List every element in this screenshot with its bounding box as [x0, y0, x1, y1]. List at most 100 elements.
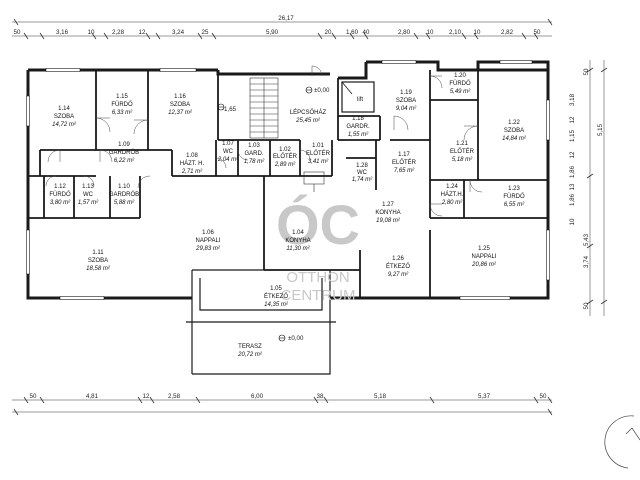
dim-label: 38 — [317, 393, 324, 400]
room-area: 1,55 m² — [348, 132, 369, 138]
room-area: 3,80 m² — [50, 200, 71, 206]
room-area: 14,72 m² — [52, 122, 77, 128]
north-arrow-icon — [604, 415, 640, 469]
room-area: 2,89 m² — [274, 162, 296, 168]
room-labels: 1.14 SZOBA 14,72 m² 1.15 FÜRDŐ 6,33 m² 1… — [49, 73, 527, 358]
room-area: 25,45 m² — [295, 118, 321, 124]
room-name: SZOBA — [88, 258, 108, 264]
room-label: 1.01 ELŐTÉR 3,41 m² — [306, 143, 331, 165]
room-number: 1.21 — [456, 141, 468, 147]
room-name: ÉTKEZŐ — [386, 263, 410, 270]
room-number: 1.06 — [202, 230, 214, 236]
dim-label: 25 — [202, 29, 209, 36]
room-name: FÜRDŐ — [111, 101, 133, 108]
room-area: 5,49 m² — [450, 89, 471, 95]
dim-label: 4,81 — [86, 393, 99, 400]
room-name: SZOBA — [504, 128, 524, 134]
room-label: 1.14 SZOBA 14,72 m² — [52, 106, 77, 128]
room-area: 14,35 m² — [264, 302, 289, 308]
room-label: 1.19 SZOBA 9,04 m² — [396, 90, 417, 112]
room-number: 1.03 — [248, 143, 260, 149]
room-number: 1.27 — [382, 202, 394, 208]
room-name: WC — [83, 192, 94, 198]
room-area: 5,18 m² — [452, 157, 473, 163]
room-number: 1.13 — [82, 184, 94, 190]
room-name: GARDRÓB — [109, 149, 139, 156]
room-number: 1.20 — [454, 73, 466, 79]
dim-label: 2,10 — [449, 29, 462, 36]
room-name: ELŐTÉR — [450, 148, 475, 155]
room-label: 1.09 GARDRÓB 6,22 m² — [109, 142, 139, 164]
room-number: 1.18 — [352, 116, 364, 122]
room-number: 1.10 — [118, 184, 130, 190]
room-name: SZOBA — [170, 102, 190, 108]
level-label: -1,65 — [222, 106, 237, 113]
bottom-dimension-lines — [12, 396, 553, 416]
windows — [26, 60, 550, 300]
dim-label: 5,18 — [374, 393, 387, 400]
room-area: 1,78 m² — [244, 159, 265, 165]
room-name: ÉTKEZŐ — [264, 293, 288, 300]
room-name: ELŐTÉR — [306, 150, 331, 157]
room-number: 1.25 — [478, 246, 490, 252]
staircase — [249, 77, 279, 139]
room-label: 1.25 NAPPALI 20,86 m² — [471, 246, 497, 268]
room-label: TERASZ 20,72 m² — [237, 344, 263, 358]
room-number: 1.19 — [400, 90, 412, 96]
dim-label: 10 — [569, 218, 576, 225]
dim-label: 5,90 — [266, 29, 279, 36]
room-name: GARDRÓB — [109, 191, 139, 198]
dim-label: 10 — [474, 29, 481, 36]
dim-label: 2,80 — [398, 29, 411, 36]
dim-label: 50 — [583, 302, 590, 309]
otthon-centrum-watermark: ÓC OTTHON CENTRUM — [276, 193, 360, 304]
dim-label: 2,82 — [501, 29, 514, 36]
dim-label: 50 — [534, 29, 541, 36]
dim-label: 50 — [14, 29, 21, 36]
dim-label: 5,43 — [583, 233, 590, 246]
room-label: 1.24 HÁZT.H. 2,80 m² — [441, 184, 464, 206]
room-label: 1.23 FÜRDŐ 6,55 m² — [503, 186, 525, 208]
room-label: LÉPCSŐHÁZ 25,45 m² — [290, 109, 327, 124]
room-label: 1.18 GARDR. 1,55 m² — [346, 116, 370, 138]
room-area: 29,83 m² — [195, 246, 221, 252]
room-area: 7,65 m² — [394, 168, 415, 174]
room-name: FÜRDŐ — [503, 193, 525, 200]
room-name: HÁZT. H. — [180, 160, 205, 167]
dim-label: 10 — [427, 29, 434, 36]
dim-label: 3,24 — [172, 29, 185, 36]
room-number: 1.15 — [116, 94, 128, 100]
dim-label: 12 — [569, 116, 576, 123]
room-area: 6,22 m² — [114, 158, 135, 164]
dim-label: 2,58 — [168, 393, 181, 400]
room-name: WC — [357, 170, 368, 176]
room-area: 2,04 m² — [217, 157, 239, 163]
room-number: 1.09 — [118, 142, 130, 148]
room-label: 1.27 KONYHA 19,08 m² — [375, 202, 401, 224]
room-area: 5,88 m² — [114, 200, 135, 206]
dim-label: 50 — [583, 68, 590, 75]
room-name: ELŐTÉR — [392, 159, 417, 166]
dim-label: 1,86 — [569, 193, 576, 206]
dim-label: 50 — [540, 393, 547, 400]
room-area: 20,86 m² — [471, 262, 497, 268]
room-number: 1.22 — [508, 120, 520, 126]
dim-label: 13 — [569, 183, 576, 190]
dim-label: 5,37 — [478, 393, 491, 400]
room-name: FÜRDŐ — [49, 191, 71, 198]
dim-label: 10 — [88, 29, 95, 36]
dim-label: 50 — [30, 393, 37, 400]
room-name: KONYHA — [375, 210, 400, 216]
room-label: 1.06 NAPPALI 29,83 m² — [195, 230, 221, 252]
level-label: ±0,00 — [314, 87, 330, 94]
room-label: 1.03 GARD. 1,78 m² — [244, 143, 265, 165]
overall-width-label: 26,17 — [278, 15, 294, 22]
watermark-line2: CENTRUM — [281, 287, 356, 304]
room-name: WC — [223, 149, 234, 155]
room-number: 1.26 — [392, 256, 404, 262]
dim-label: 3,16 — [56, 29, 69, 36]
room-area: 19,08 m² — [376, 218, 401, 224]
room-number: 1.04 — [292, 230, 304, 236]
room-name: ELŐTÉR — [273, 153, 298, 160]
room-label: 1.15 FÜRDŐ 6,33 m² — [111, 94, 133, 116]
